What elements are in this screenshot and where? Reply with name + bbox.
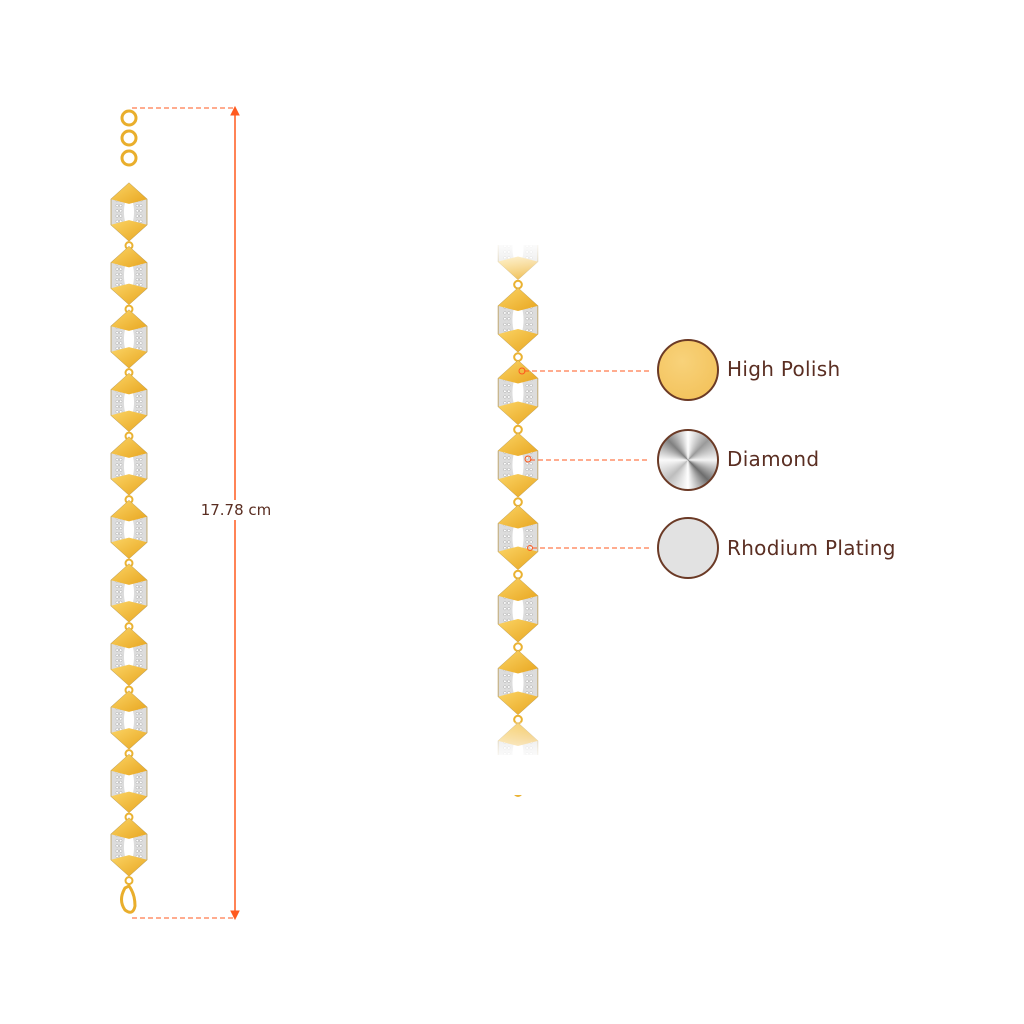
callout-lines	[518, 367, 650, 551]
rhodium-swatch-icon	[657, 517, 719, 579]
bracelet-link	[110, 817, 148, 886]
bracelet-link	[110, 372, 148, 441]
material-label-diamond: Diamond	[727, 447, 820, 471]
bracelet-closeup	[490, 200, 550, 797]
chain-ring	[120, 129, 138, 147]
bracelet-link	[110, 626, 148, 695]
bracelet-link	[497, 577, 539, 652]
full-bracelet	[110, 109, 148, 914]
bracelet-link	[110, 499, 148, 568]
bracelet-link	[497, 287, 539, 362]
material-label-high-polish: High Polish	[727, 357, 841, 381]
bracelet-link	[110, 245, 148, 314]
material-label-rhodium-plating: Rhodium Plating	[727, 536, 896, 560]
bracelet-link	[110, 436, 148, 505]
bracelet-link	[110, 309, 148, 378]
diamond-swatch-icon	[657, 429, 719, 491]
bracelet-link	[497, 432, 539, 507]
chain-ring	[120, 149, 138, 167]
bracelet-link	[497, 649, 539, 725]
bracelet-link	[497, 504, 539, 580]
bracelet-link	[110, 753, 148, 822]
bracelet-link	[497, 359, 539, 435]
bracelet-link	[110, 182, 148, 251]
bracelet-link	[110, 563, 148, 632]
bracelet-link	[110, 690, 148, 759]
lobster-clasp-icon	[120, 884, 137, 914]
gold-swatch-icon	[657, 339, 719, 401]
length-label: 17.78 cm	[196, 500, 276, 520]
chain-ring	[120, 109, 138, 127]
